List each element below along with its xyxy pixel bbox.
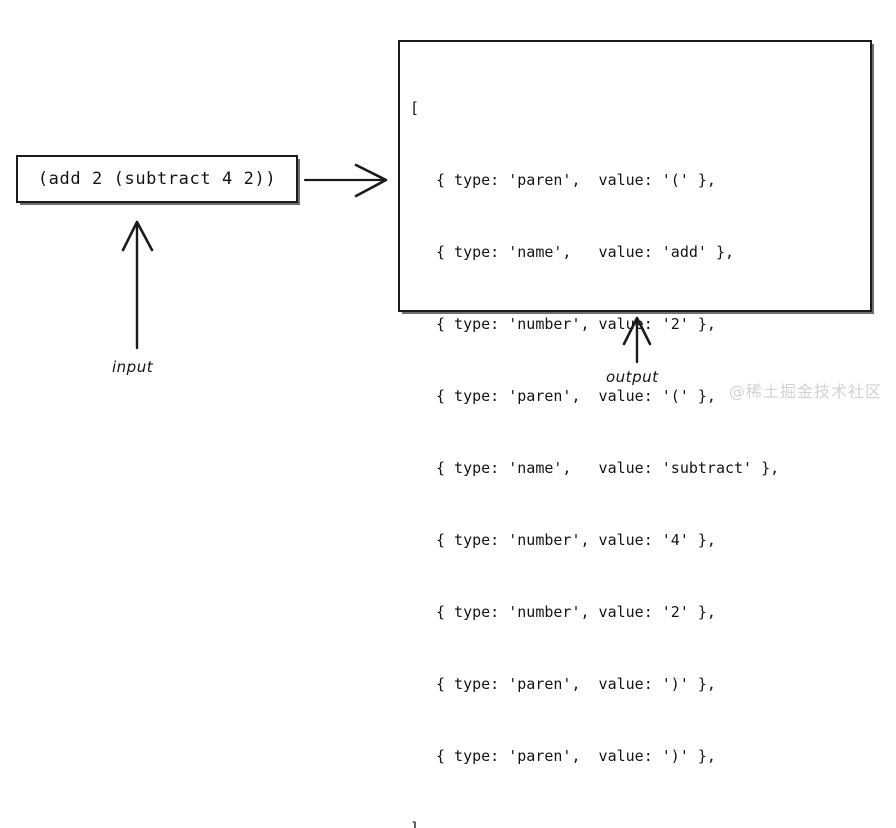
token-line: { type: 'number', value: '4' }, [436, 531, 716, 549]
token-line: { type: 'paren', value: '(' }, [436, 171, 716, 189]
array-close-bracket: ] [410, 819, 420, 828]
output-token-box: [ { type: 'paren', value: '(' }, { type:… [398, 40, 872, 828]
input-pointer-arrow-icon [121, 220, 154, 350]
token-line: { type: 'paren', value: '(' }, [436, 387, 716, 405]
output-code-block: [ { type: 'paren', value: '(' }, { type:… [410, 48, 779, 828]
input-label: input [112, 358, 154, 376]
token-line: { type: 'name', value: 'subtract' }, [436, 459, 780, 477]
token-line: { type: 'number', value: '2' }, [436, 603, 716, 621]
token-line: { type: 'paren', value: ')' }, [436, 675, 716, 693]
watermark: @稀土掘金技术社区 [728, 382, 882, 401]
token-line: { type: 'paren', value: ')' }, [436, 747, 716, 765]
token-line: { type: 'number', value: '2' }, [436, 315, 716, 333]
array-open-bracket: [ [410, 99, 420, 117]
input-code-box: (add 2 (subtract 4 2)) [16, 155, 298, 203]
input-code-text: (add 2 (subtract 4 2)) [37, 169, 277, 189]
token-line: { type: 'name', value: 'add' }, [436, 243, 735, 261]
diagram-canvas: (add 2 (subtract 4 2)) [ { type: 'paren'… [16, 40, 882, 828]
output-label: output [606, 368, 659, 386]
flow-arrow-right-icon [303, 163, 388, 198]
